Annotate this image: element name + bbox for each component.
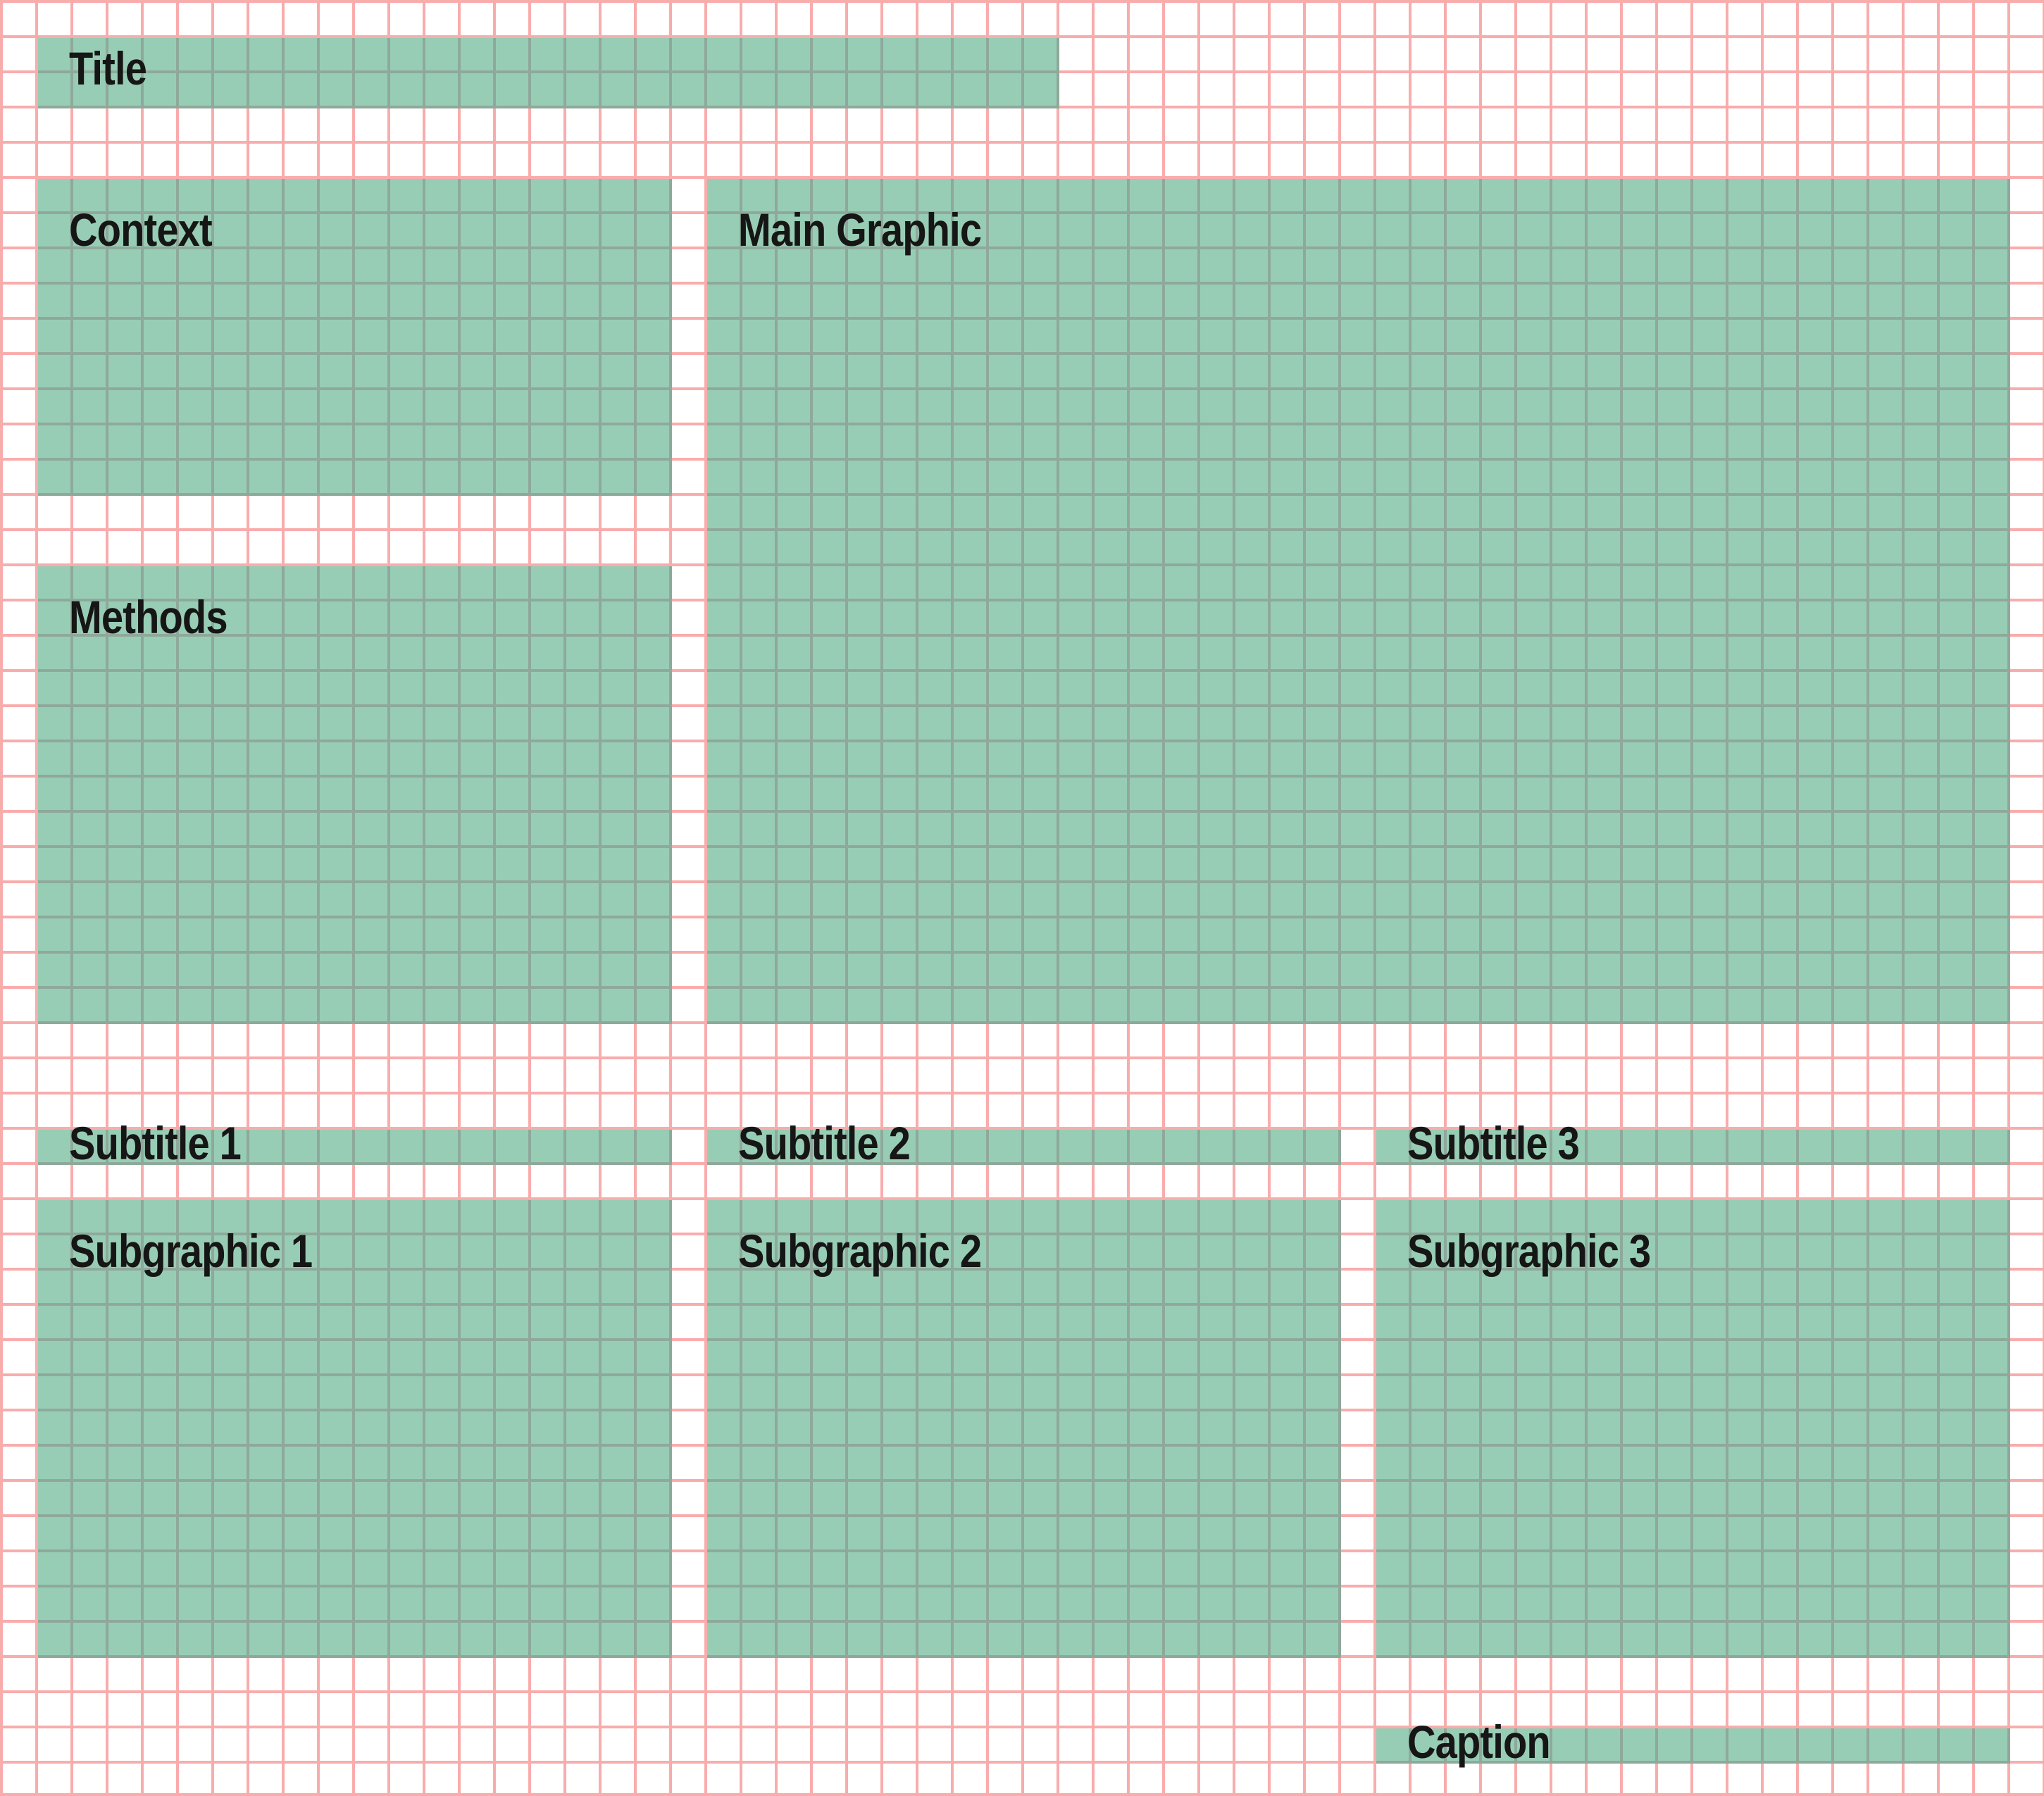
subgraphic-3-label: Subgraphic 3 [1407,1225,1651,1277]
main-graphic-label: Main Graphic [738,204,982,256]
main-graphic-block: Main Graphic [707,179,2010,1024]
subtitle-1-block: Subtitle 1 [38,1120,672,1166]
subtitle-3-label: Subtitle 3 [1407,1117,1580,1169]
caption-label: Caption [1407,1716,1551,1768]
title-block: Title [38,38,1059,108]
subtitle-2-label: Subtitle 2 [738,1117,911,1169]
caption-block: Caption [1376,1719,2010,1765]
subgraphic-1-label: Subgraphic 1 [69,1225,313,1277]
subtitle-1-label: Subtitle 1 [69,1117,242,1169]
subgraphic-3-block: Subgraphic 3 [1376,1200,2010,1658]
methods-block: Methods [38,566,672,1024]
methods-label: Methods [69,591,228,643]
subgraphic-2-label: Subgraphic 2 [738,1225,982,1277]
subgraphic-2-block: Subgraphic 2 [707,1200,1341,1658]
title-label: Title [69,42,147,94]
subtitle-2-block: Subtitle 2 [707,1120,1341,1166]
subtitle-3-block: Subtitle 3 [1376,1120,2010,1166]
context-label: Context [69,204,213,256]
context-block: Context [38,179,672,496]
subgraphic-1-block: Subgraphic 1 [38,1200,672,1658]
